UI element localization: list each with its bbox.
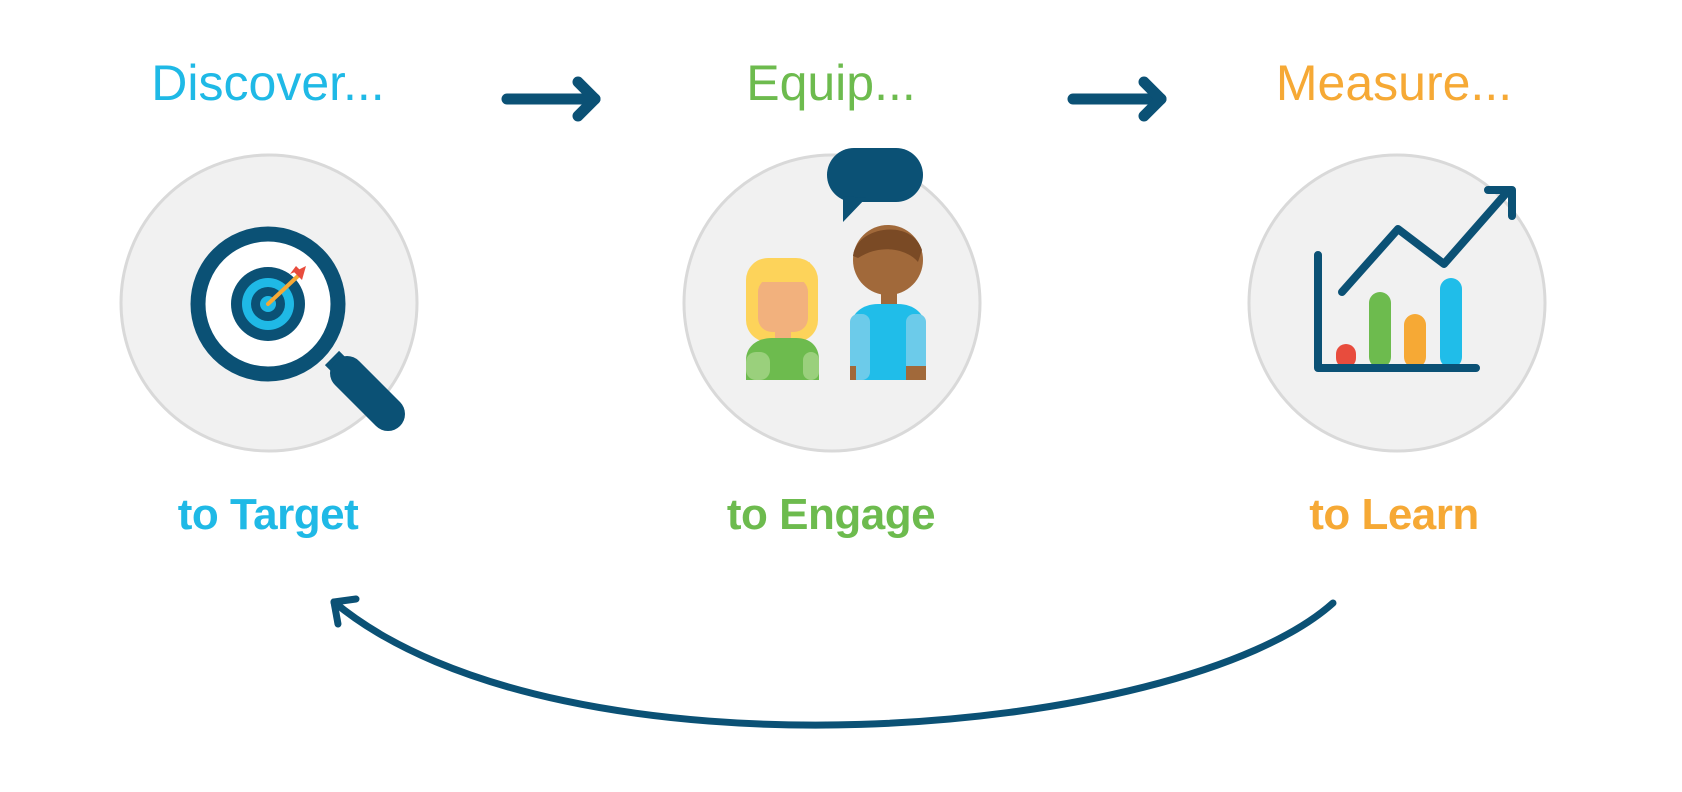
- magnifier-target-icon: [190, 226, 405, 431]
- step-equip-heading: Equip...: [746, 55, 916, 111]
- arrow-right-icon: [501, 76, 601, 122]
- arrow-right-icon: [1067, 76, 1167, 122]
- step-discover-icon-group: [119, 153, 419, 453]
- step-discover-caption: to Target: [177, 490, 359, 539]
- step-measure-heading: Measure...: [1275, 55, 1513, 111]
- bar-chart-growth-icon: [1314, 186, 1516, 372]
- step-measure-icon-group: [1247, 153, 1547, 453]
- step-discover-heading: Discover...: [151, 55, 385, 111]
- step-equip-caption: to Engage: [726, 490, 936, 539]
- icon-backdrop-circle: [682, 153, 982, 453]
- people-chat-icon: [746, 148, 926, 380]
- return-arrow-icon: [330, 595, 1337, 729]
- step-equip-icon-group: [682, 148, 982, 453]
- step-measure-caption: to Learn: [1309, 490, 1479, 539]
